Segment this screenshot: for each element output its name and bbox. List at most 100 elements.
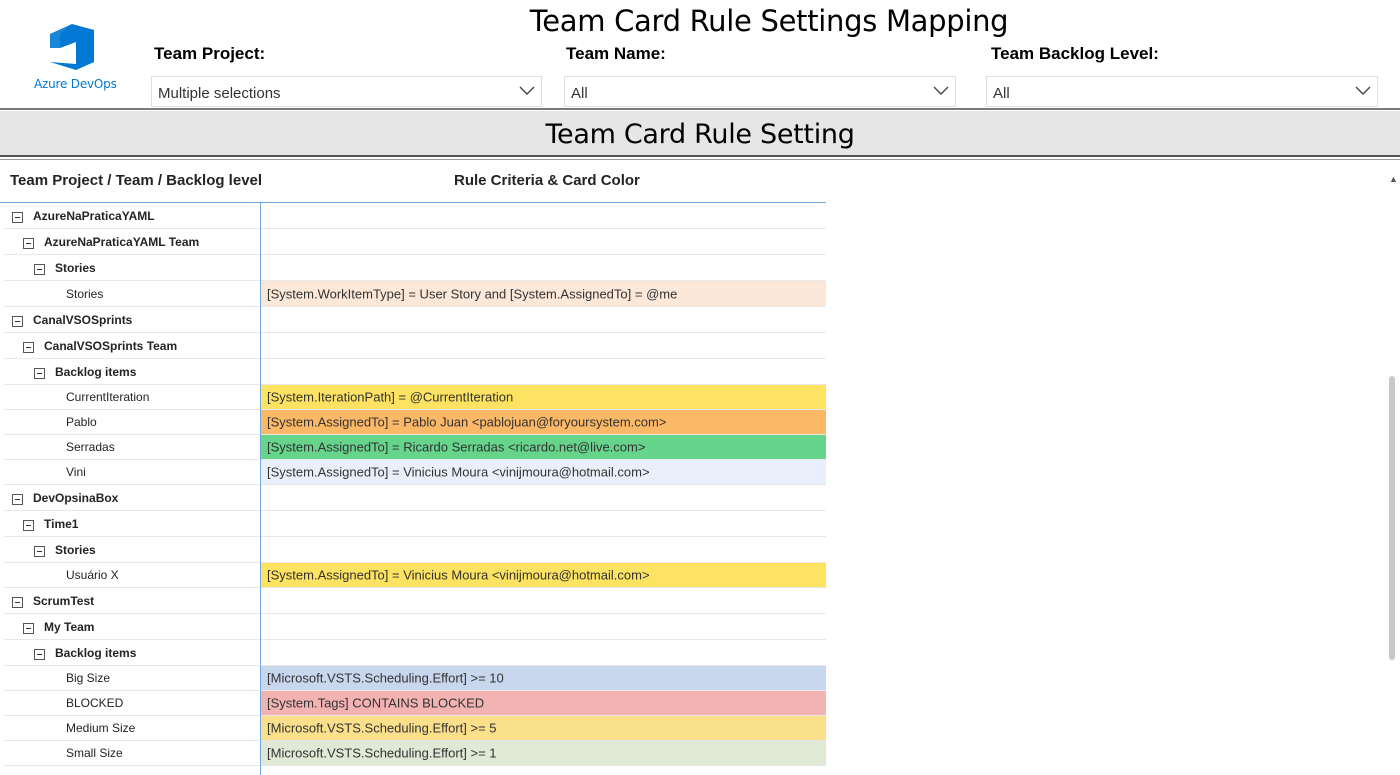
table-row: Stories [0,537,826,563]
column-header-rule-criteria[interactable]: Rule Criteria & Card Color [454,172,640,189]
row-hierarchy-cell: Backlog items [4,640,260,666]
row-label: CurrentIteration [66,390,150,404]
collapse-icon[interactable] [34,367,45,379]
rule-criteria-text: [Microsoft.VSTS.Scheduling.Effort] >= 10 [267,670,504,686]
row-label: Small Size [66,746,123,760]
team-backlog-level-dropdown[interactable]: All [986,76,1378,107]
collapse-icon[interactable] [34,263,45,275]
table-row: My Team [0,614,826,640]
scroll-thumb[interactable] [1389,376,1395,660]
chevron-down-icon [1355,86,1371,95]
rule-criteria-cell: [System.AssignedTo] = Vinicius Moura <vi… [261,563,826,588]
table-row: Small Size [Microsoft.VSTS.Scheduling.Eff… [0,741,826,766]
table-row: CanalVSOSprints [0,307,826,333]
row-hierarchy-cell: CanalVSOSprints [4,307,260,333]
row-label: Stories [55,260,96,275]
rule-criteria-cell: [System.IterationPath] = @CurrentIterati… [261,385,826,410]
rule-criteria-cell: [Microsoft.VSTS.Scheduling.Effort] >= 5 [261,716,826,741]
row-label: Stories [55,542,96,557]
collapse-icon[interactable] [12,211,23,223]
collapse-icon[interactable] [23,341,34,353]
collapse-icon[interactable] [34,545,45,557]
table-row: Medium Size[Microsoft.VSTS.Scheduling.Ef… [0,716,826,741]
team-name-dropdown[interactable]: All [564,76,956,107]
rule-criteria-cell: [System.AssignedTo] = Pablo Juan <pabloj… [261,410,826,435]
scroll-up-icon[interactable]: ▲ [1389,174,1398,184]
row-hierarchy-cell: Stories [4,255,260,281]
row-label: My Team [44,619,95,634]
table-row: Serradas [System.AssignedTo] = Ricardo Se… [0,435,826,460]
rule-criteria-cell [261,511,826,537]
rule-criteria-cell: [System.AssignedTo] = Ricardo Serradas <… [261,435,826,460]
collapse-icon[interactable] [12,493,23,505]
collapse-icon[interactable] [23,237,34,249]
collapse-icon[interactable] [23,519,34,531]
row-label: AzureNaPraticaYAML Team [44,234,200,249]
table-row: CurrentIteration [System.IterationPath] =… [0,385,826,410]
rule-criteria-cell: [Microsoft.VSTS.Scheduling.Effort] >= 10 [261,666,826,691]
row-hierarchy-cell: Vini [4,460,260,485]
collapse-icon[interactable] [12,315,23,327]
row-label: Backlog items [55,645,137,660]
rule-criteria-text: [System.Tags] CONTAINS BLOCKED [267,695,485,711]
row-hierarchy-cell: Small Size [4,741,260,766]
row-label: BLOCKED [66,696,124,710]
chevron-down-icon [933,86,949,95]
row-hierarchy-cell: My Team [4,614,260,640]
row-hierarchy-cell: AzureNaPraticaYAML Team [4,229,260,255]
vertical-scrollbar[interactable]: ▲ [1386,168,1400,775]
row-hierarchy-cell: AzureNaPraticaYAML [4,203,260,229]
rule-criteria-text: [System.WorkItemType] = User Story and [… [267,286,678,301]
team-project-label: Team Project: [154,44,266,63]
table-row: Backlog items [0,640,826,666]
row-label: Backlog items [55,364,137,379]
rule-criteria-cell: [System.AssignedTo] = Vinicius Moura <vi… [261,460,826,485]
table-row: CanalVSOSprints Team [0,333,826,359]
row-label: Usuário X [66,568,119,582]
row-label: Vini [66,465,86,479]
section-title-bar: Team Card Rule Setting [0,111,1400,157]
header-underline [0,202,826,203]
row-hierarchy-cell: Pablo [4,410,260,435]
row-hierarchy-cell: ScrumTest [4,588,260,614]
collapse-icon[interactable] [12,596,23,608]
rule-criteria-cell [261,333,826,359]
table-row: Stories [0,255,826,281]
rule-criteria-text: [System.AssignedTo] = Ricardo Serradas <… [267,439,646,455]
rule-criteria-cell [261,255,826,281]
row-hierarchy-cell: Usuário X [4,563,260,588]
report-header: Azure DevOps Team Card Rule Settings Map… [0,0,1400,110]
row-label: DevOpsinaBox [33,490,119,505]
team-project-value: Multiple selections [158,85,281,102]
team-backlog-level-value: All [993,85,1010,102]
table-row: AzureNaPraticaYAML Team [0,229,826,255]
row-hierarchy-cell: Stories [4,537,260,563]
header-divider [0,108,1400,110]
table-row: Stories[System.WorkItemType] = User Stor… [0,281,826,307]
team-backlog-level-label: Team Backlog Level: [991,44,1159,63]
row-label: Time1 [44,516,79,531]
rule-criteria-cell [261,229,826,255]
azure-devops-icon [50,24,94,70]
table-row: ScrumTest [0,588,826,614]
row-hierarchy-cell: Serradas [4,435,260,460]
column-header-hierarchy[interactable]: Team Project / Team / Backlog level [10,172,263,189]
rule-criteria-cell [261,640,826,666]
collapse-icon[interactable] [23,622,34,634]
team-project-dropdown[interactable]: Multiple selections [151,76,542,107]
rule-criteria-cell: [System.WorkItemType] = User Story and [… [261,281,826,307]
collapse-icon[interactable] [34,648,45,660]
rule-criteria-text: [System.AssignedTo] = Pablo Juan <pabloj… [267,414,667,430]
row-label: ScrumTest [33,593,95,608]
rule-criteria-cell [261,614,826,640]
rule-criteria-cell: [Microsoft.VSTS.Scheduling.Effort] >= 1 [261,741,826,766]
rule-criteria-cell [261,485,826,511]
rule-criteria-text: [System.IterationPath] = @CurrentIterati… [267,389,514,405]
row-hierarchy-cell: Big Size [4,666,260,691]
section-title: Team Card Rule Setting [545,119,855,150]
row-label: Serradas [66,440,115,454]
table-row: BLOCKED [System.Tags] CONTAINS BLOCKED [0,691,826,716]
row-label: Big Size [66,671,111,685]
column-divider [260,202,261,775]
row-hierarchy-cell: Time1 [4,511,260,537]
